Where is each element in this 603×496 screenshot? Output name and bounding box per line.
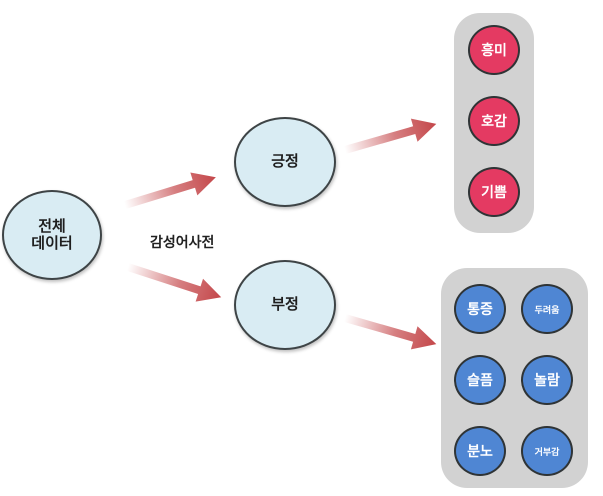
positive-node: 긍정 bbox=[234, 117, 336, 207]
positive-chip-joy: 기쁨 bbox=[468, 167, 520, 217]
root-node-line2: 데이터 bbox=[31, 234, 73, 252]
arrow-root-to-negative bbox=[126, 263, 222, 302]
negative-chip-anger: 분노 bbox=[454, 426, 506, 476]
positive-chip-liking: 호감 bbox=[468, 96, 520, 146]
negative-node-label: 부정 bbox=[271, 295, 299, 314]
arrow-negative-to-panel bbox=[343, 314, 437, 350]
positive-chip-interest: 흥미 bbox=[468, 25, 520, 75]
negative-chip-pain: 통증 bbox=[454, 284, 506, 334]
positive-node-label: 긍정 bbox=[271, 152, 299, 171]
root-node-line1: 전체 bbox=[38, 216, 66, 235]
arrow-root-to-positive bbox=[123, 172, 216, 209]
negative-node: 부정 bbox=[234, 260, 336, 350]
sentiment-dictionary-label: 감성어사전 bbox=[150, 235, 215, 251]
negative-chip-surprise: 놀람 bbox=[521, 355, 573, 405]
root-node-all-data: 전체 데이터 bbox=[2, 190, 102, 280]
negative-chip-fear: 두려움 bbox=[521, 284, 573, 334]
negative-chip-sadness: 슬픔 bbox=[454, 355, 506, 405]
arrow-positive-to-panel bbox=[343, 118, 437, 154]
negative-chip-aversion: 거부감 bbox=[521, 426, 573, 476]
